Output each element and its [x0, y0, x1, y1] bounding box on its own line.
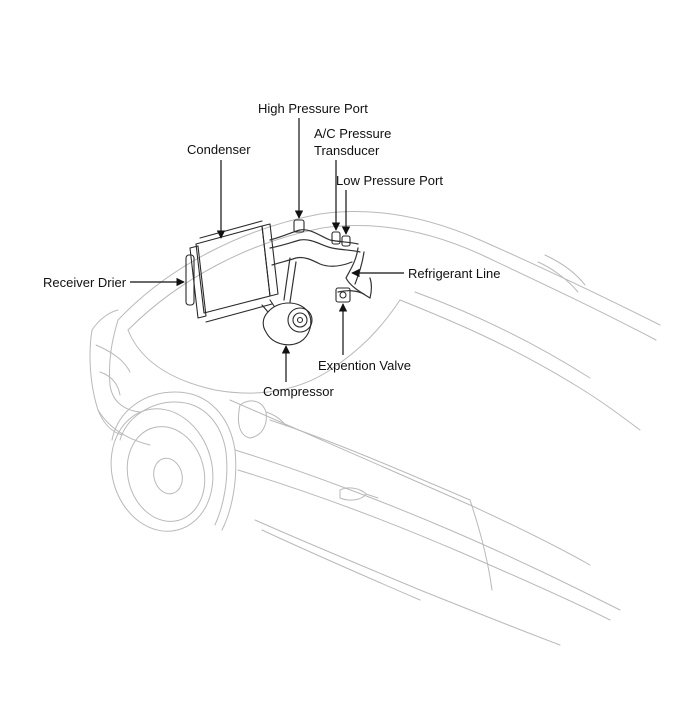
label-low-pressure-port: Low Pressure Port [336, 173, 443, 188]
car-body-outline [89, 211, 661, 646]
condenser-assembly [189, 220, 279, 323]
label-ac-pressure-transducer-line1: A/C Pressure [314, 126, 391, 141]
label-high-pressure-port: High Pressure Port [258, 101, 368, 116]
refrigerant-pipes [269, 229, 373, 303]
expention-valve [335, 287, 351, 303]
ac-pressure-transducer [331, 231, 341, 245]
label-receiver-drier: Receiver Drier [43, 275, 127, 290]
label-ac-pressure-transducer-line2: Transducer [314, 143, 380, 158]
label-compressor: Compressor [263, 384, 334, 399]
label-expention-valve: Expention Valve [318, 358, 411, 373]
high-pressure-port-fitting [293, 219, 305, 233]
low-pressure-port-fitting [341, 235, 351, 247]
leader-lines [130, 118, 404, 382]
label-refrigerant-line: Refrigerant Line [408, 266, 501, 281]
label-condenser: Condenser [187, 142, 251, 157]
receiver-drier [185, 254, 195, 306]
compressor [261, 299, 313, 346]
